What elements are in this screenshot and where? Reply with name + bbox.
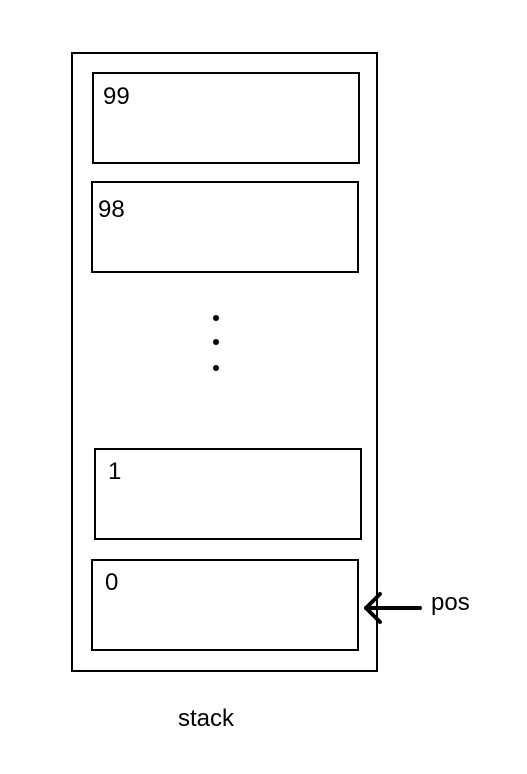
stack-slot-1: 1	[94, 448, 362, 540]
slot-label: 0	[105, 569, 119, 596]
stack-caption: stack	[178, 705, 235, 732]
pointer-label: pos	[431, 589, 470, 616]
pointer-arrow-icon	[364, 592, 422, 624]
ellipsis-dot	[213, 365, 219, 371]
slot-label: 1	[108, 458, 122, 485]
stack-slot-0: 0	[91, 559, 359, 651]
stack-slot-99: 99	[92, 72, 360, 164]
ellipsis-dot	[213, 315, 219, 321]
ellipsis-dot	[213, 339, 219, 345]
slot-label: 99	[103, 83, 130, 110]
stack-slot-98: 98	[91, 181, 359, 273]
stack-container	[71, 52, 378, 672]
slot-label: 98	[98, 196, 125, 223]
